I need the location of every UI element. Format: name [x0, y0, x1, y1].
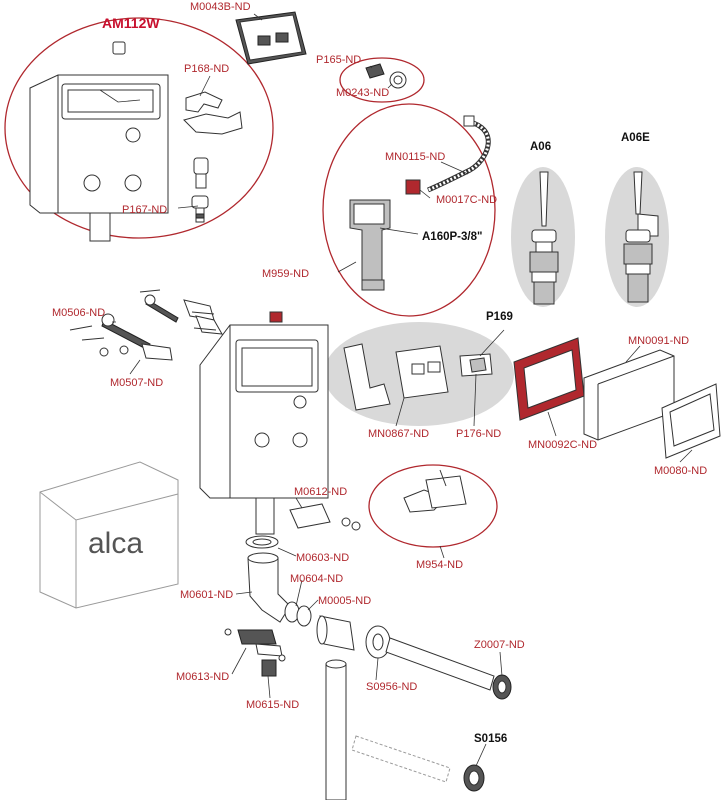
label-z0007: Z0007-ND [474, 639, 525, 651]
product-title: AM112W [102, 15, 160, 31]
mn0867-bracket [343, 343, 449, 411]
a06e-flush-valve [623, 171, 659, 303]
label-s0156: S0156 [474, 733, 507, 745]
label-mn0867: MN0867-ND [368, 428, 429, 440]
label-m959: M959-ND [262, 268, 309, 280]
m0005-ring [296, 605, 312, 627]
label-p167: P167-ND [122, 204, 167, 216]
label-mn0092c: MN0092C-ND [528, 439, 597, 451]
label-p169: P169 [486, 311, 513, 323]
m0017c-clip [405, 179, 421, 195]
alca-packaging-box [39, 461, 179, 609]
label-mn0091: MN0091-ND [628, 335, 689, 347]
m0080-plate [661, 383, 721, 459]
label-s0956: S0956-ND [366, 681, 417, 693]
label-m0005: M0005-ND [318, 595, 371, 607]
z0007-cap [492, 674, 512, 700]
flex-hose [427, 115, 491, 193]
m0043b-panel [235, 11, 307, 65]
label-a160p: A160P-3/8" [422, 231, 482, 243]
p165-part [365, 63, 407, 89]
fill-valve-outline [322, 103, 496, 317]
s0156-cap [463, 764, 485, 792]
m0615-clip [261, 654, 286, 677]
label-a06e: A06E [621, 132, 650, 144]
brand-logo: alca [88, 527, 143, 560]
label-m0615: M0615-ND [246, 699, 299, 711]
m0506-screws [69, 289, 179, 351]
mn0092c-frame [513, 337, 585, 421]
m0601-bend [247, 552, 291, 623]
am112w-outline [4, 17, 274, 239]
label-m0613: M0613-ND [176, 671, 229, 683]
a06-flush-valve [529, 171, 559, 305]
m0612-strap [289, 503, 361, 531]
label-m0507: M0507-ND [110, 377, 163, 389]
label-m0612: M0612-ND [294, 486, 347, 498]
label-m0506: M0506-ND [52, 307, 105, 319]
flush-pipe-dashed [351, 735, 451, 783]
label-m0017c: M0017C-ND [436, 194, 497, 206]
m0613-bracket [224, 628, 283, 657]
m954-mechanism [403, 469, 467, 513]
label-p176: P176-ND [456, 428, 501, 440]
label-a06: A06 [530, 141, 551, 153]
mn0091-box [583, 349, 675, 441]
p168-bracket [183, 91, 243, 135]
m954-outline [368, 464, 498, 548]
label-m954: M954-ND [416, 559, 463, 571]
label-mn0115: MN0115-ND [385, 151, 445, 163]
flush-pipe-horizontal [385, 637, 495, 691]
top-cistern [29, 41, 169, 242]
p176-clip [459, 353, 493, 377]
label-m0604: M0604-ND [290, 573, 343, 585]
label-m0080: M0080-ND [654, 465, 707, 477]
label-m0243: M0243-ND [336, 87, 389, 99]
flush-pipe-vertical [325, 659, 347, 801]
p165-outline [339, 57, 425, 103]
label-p168: P168-ND [184, 63, 229, 75]
connector-sleeve [316, 615, 355, 651]
a160p-fill-valve [349, 199, 391, 291]
label-p165: P165-ND [316, 54, 361, 66]
leader-lines [112, 13, 693, 767]
label-m0603: M0603-ND [296, 552, 349, 564]
main-cistern [199, 311, 329, 535]
m0603-ring [245, 535, 279, 549]
s0956-rosette [365, 625, 391, 659]
label-m0043b: M0043B-ND [190, 1, 251, 13]
p167-connector [191, 157, 209, 223]
m0507-brackets [99, 299, 223, 361]
label-m0601: M0601-ND [180, 589, 233, 601]
